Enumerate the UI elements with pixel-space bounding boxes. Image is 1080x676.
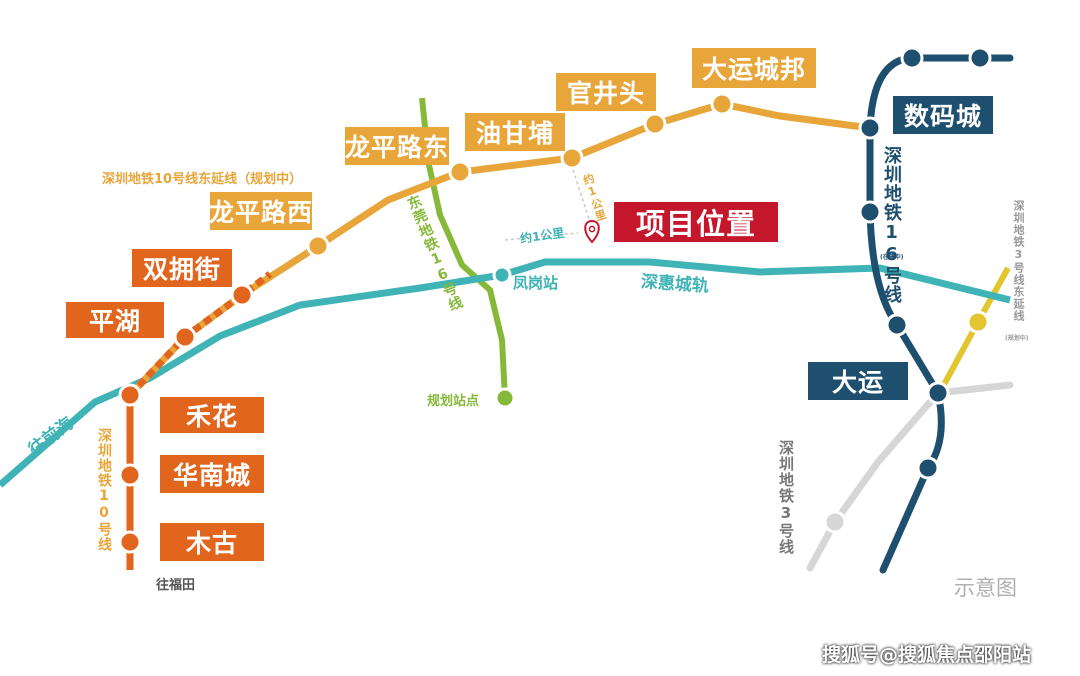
station-planned <box>494 387 516 409</box>
dongguan16-path <box>419 97 508 399</box>
line3-name: 深圳地铁3号线 <box>777 440 795 555</box>
label-longpinglu-dong: 龙平路东 <box>345 127 449 165</box>
location-pin-icon <box>584 219 600 244</box>
label-dayun: 大运 <box>808 362 908 400</box>
station-youganpu <box>560 146 584 170</box>
line16-status: (在建中) <box>880 254 904 261</box>
to-futian-label: 往福田 <box>156 578 196 593</box>
label-pinghu: 平湖 <box>66 302 164 338</box>
line10-vertical-name: 深圳地铁10号线 <box>96 428 112 552</box>
station-shuangyongjie <box>230 283 254 307</box>
station-huanancheng <box>118 463 142 487</box>
label-huanancheng: 华南城 <box>160 455 264 493</box>
station-mugu <box>118 530 142 554</box>
line10-ext-name: 深圳地铁10号线东延线（规划中） <box>102 172 303 187</box>
label-fenggang: 凤岗站 <box>513 274 559 292</box>
label-dayunchengbang: 大运城邦 <box>692 48 816 88</box>
station-line16-north-1 <box>900 46 924 70</box>
label-guanjingtou: 官井头 <box>556 73 656 111</box>
line3-ext-name: 深圳地铁3号线东延线 <box>1012 200 1025 322</box>
line3-path <box>806 381 1014 572</box>
station-shumacheng <box>858 116 882 140</box>
line10-ext-segment <box>127 271 273 398</box>
label-shumacheng: 数码城 <box>893 96 993 134</box>
label-longpinglu-xi: 龙平路西 <box>209 192 312 230</box>
station-guanjingtou <box>643 112 667 136</box>
station-line16-south-2 <box>916 456 940 480</box>
station-longpinglu-xi <box>306 234 330 258</box>
label-hehua: 禾花 <box>160 397 264 433</box>
station-fenggang <box>492 265 512 285</box>
watermark: 搜狐号@搜狐焦点邵阳站 <box>822 644 1032 666</box>
station-line3 <box>823 510 847 534</box>
label-project-location: 项目位置 <box>614 202 778 242</box>
shenhui-name: 深惠城轨 <box>640 271 710 297</box>
label-mugu: 木古 <box>160 523 264 561</box>
label-youganpu: 油甘埔 <box>465 113 565 151</box>
line3-ext-status: (规划中) <box>1005 335 1029 342</box>
label-planned-station: 规划站点 <box>427 394 480 409</box>
station-hehua <box>118 383 142 407</box>
station-dayun <box>926 381 950 405</box>
station-line3-ext <box>966 310 990 334</box>
schematic-label: 示意图 <box>954 576 1017 600</box>
station-pinghu <box>173 325 197 349</box>
distance-line-to-fenggang <box>504 232 579 241</box>
station-longpinglu-dong <box>448 160 472 184</box>
station-dayunchengbang <box>710 92 734 116</box>
line16-path <box>866 54 1014 574</box>
station-line16-mid <box>858 200 882 224</box>
station-line16-south-1 <box>885 313 909 337</box>
station-line16-north-2 <box>968 46 992 70</box>
label-shuangyongjie: 双拥街 <box>132 249 232 287</box>
line16-name: 深圳地铁16号线 <box>881 146 902 304</box>
